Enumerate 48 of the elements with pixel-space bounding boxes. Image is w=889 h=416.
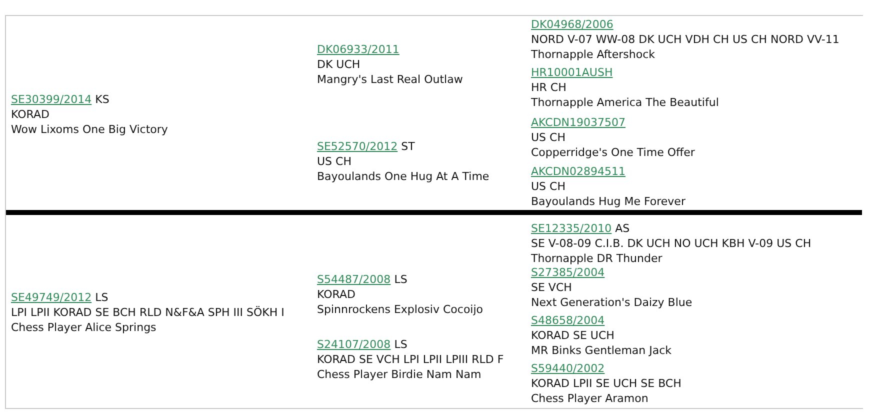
dog-name: Thornapple Aftershock — [531, 47, 656, 62]
code-text: LS — [394, 272, 408, 287]
dog-name: Next Generation's Daizy Blue — [531, 295, 692, 310]
code-text: ST — [401, 139, 415, 154]
code-text: LS — [95, 290, 108, 305]
titles-text: DK UCH — [317, 57, 360, 72]
dog-name: MR Binks Gentleman Jack — [531, 343, 672, 358]
titles-text: NORD V-07 WW-08 DK UCH VDH CH US CH NORD VV-11 — [531, 32, 840, 47]
registration-link: SE52570/2012 — [317, 139, 398, 154]
registration-link: S24107/2008 — [317, 337, 391, 352]
dog-name: Bayoulands One Hug At A Time — [317, 169, 490, 184]
titles-text: US CH — [531, 179, 566, 194]
titles-text: KORAD — [11, 107, 50, 122]
dog-name: Mangry's Last Real Outlaw — [317, 72, 463, 87]
dog-name: Chess Player Aramon — [531, 391, 648, 406]
dog-name: Wow Lixoms One Big Victory — [11, 122, 168, 137]
dog-name: Chess Player Alice Springs — [11, 320, 156, 335]
registration-link: HR10001AUSH — [531, 65, 613, 80]
titles-text: KORAD — [317, 287, 356, 302]
code-text: KS — [95, 92, 110, 107]
dog-name: Thornapple DR Thunder — [531, 251, 662, 266]
registration-link: DK06933/2011 — [317, 42, 400, 57]
registration-link: DK04968/2006 — [531, 17, 614, 32]
titles-text: US CH — [531, 130, 566, 145]
registration-link: AKCDN02894511 — [531, 164, 626, 179]
registration-link: AKCDN19037507 — [531, 115, 626, 130]
dog-name: Copperridge's One Time Offer — [531, 145, 695, 160]
registration-link: S59440/2002 — [531, 361, 605, 376]
registration-link: SE12335/2010 — [531, 221, 612, 236]
dog-name: Chess Player Birdie Nam Nam — [317, 367, 482, 382]
registration-link: SE30399/2014 — [11, 92, 92, 107]
titles-text: LPI LPII KORAD SE BCH RLD N&F&A SPH III SÖKH I — [11, 305, 284, 320]
registration-link: S27385/2004 — [531, 265, 605, 280]
titles-text: KORAD LPII SE UCH SE BCH — [531, 376, 682, 391]
titles-text: HR CH — [531, 80, 566, 95]
code-text: LS — [394, 337, 408, 352]
titles-text: KORAD SE VCH LPI LPII LPIII RLD F — [317, 352, 504, 367]
dog-name: Thornapple America The Beautiful — [531, 95, 719, 110]
dog-name: Spinnrockens Explosiv Cocoijo — [317, 302, 484, 317]
registration-link: S48658/2004 — [531, 313, 605, 328]
registration-link: SE49749/2012 — [11, 290, 92, 305]
titles-text: KORAD SE UCH — [531, 328, 614, 343]
registration-link: S54487/2008 — [317, 272, 391, 287]
dog-name: Bayoulands Hug Me Forever — [531, 194, 686, 209]
titles-text: US CH — [317, 154, 352, 169]
code-text: AS — [615, 221, 630, 236]
titles-text: SE V-08-09 C.I.B. DK UCH NO UCH KBH V-09 US CH — [531, 236, 812, 251]
titles-text: SE VCH — [531, 280, 572, 295]
